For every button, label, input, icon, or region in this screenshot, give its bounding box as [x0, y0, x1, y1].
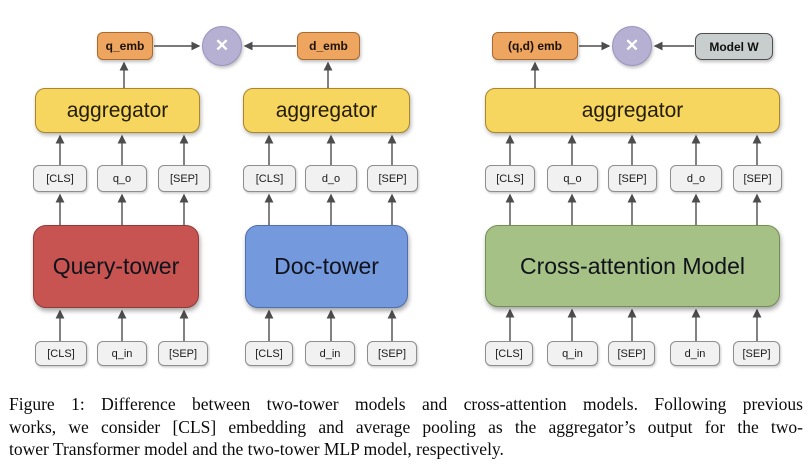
cross-attention-model-box: Cross-attention Model: [485, 225, 780, 307]
token-sep-in: [SEP]: [608, 341, 655, 366]
aggregator-doc: aggregator: [243, 88, 410, 133]
token-d-o: d_o: [305, 165, 357, 192]
token-sep-in: [SEP]: [158, 341, 208, 366]
caption-line-2: works, we consider [CLS] embedding and a…: [9, 416, 803, 437]
aggregator-query: aggregator: [35, 88, 200, 133]
aggregator-cross: aggregator: [485, 88, 780, 133]
token-cls-in: [CLS]: [485, 341, 533, 366]
token-d-o: d_o: [670, 165, 722, 192]
multiply-icon: ✕: [612, 26, 652, 66]
q-emb-box: q_emb: [97, 32, 153, 60]
token-d-in: d_in: [305, 341, 355, 366]
token-cls-in: [CLS]: [245, 341, 293, 366]
token-q-o: q_o: [97, 165, 147, 192]
token-q-in: q_in: [547, 341, 598, 366]
token-q-o: q_o: [547, 165, 598, 192]
figure-caption: Figure 1: Difference between two-tower m…: [9, 393, 803, 461]
d-emb-box: d_emb: [297, 32, 360, 60]
token-cls-out: [CLS]: [243, 165, 296, 192]
token-sep-out: [SEP]: [367, 165, 418, 192]
doc-tower-box: Doc-tower: [245, 225, 408, 308]
token-cls-out: [CLS]: [485, 165, 535, 192]
caption-line-3: tower Transformer model and the two-towe…: [9, 439, 504, 459]
token-sep-in: [SEP]: [733, 341, 780, 366]
token-q-in: q_in: [97, 341, 147, 366]
token-sep-out: [SEP]: [608, 165, 657, 192]
token-sep-out: [SEP]: [158, 165, 210, 192]
token-sep-in: [SEP]: [367, 341, 417, 366]
multiply-icon: ✕: [202, 26, 242, 66]
caption-line-1: Figure 1: Difference between two-tower m…: [9, 394, 803, 414]
token-sep-out: [SEP]: [733, 165, 782, 192]
token-d-in: d_in: [670, 341, 720, 366]
qd-emb-box: (q,d) emb: [492, 32, 578, 60]
model-w-box: Model W: [695, 33, 773, 60]
token-cls-out: [CLS]: [33, 165, 87, 192]
query-tower-box: Query-tower: [33, 225, 199, 308]
token-cls-in: [CLS]: [35, 341, 87, 366]
